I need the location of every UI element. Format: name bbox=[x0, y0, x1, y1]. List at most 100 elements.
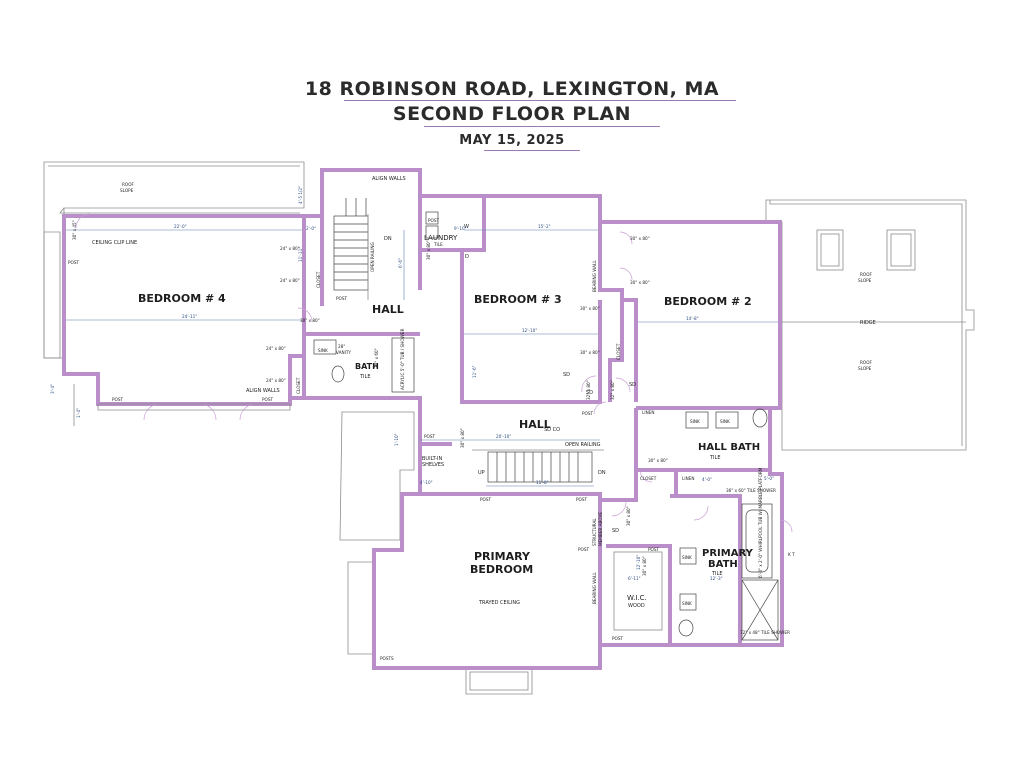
roof-areas bbox=[43, 161, 975, 695]
door-bedroom4 bbox=[297, 307, 313, 323]
bay-roof-outline bbox=[347, 561, 375, 655]
post-label: POST bbox=[578, 547, 589, 552]
dim-1-4: 1'-4" bbox=[76, 408, 81, 418]
note-align-walls-top: ALIGN WALLS bbox=[372, 176, 406, 182]
skylight-left bbox=[816, 229, 844, 271]
note-ridge: RIDGE bbox=[860, 320, 876, 326]
door-bedroom3 bbox=[581, 375, 597, 393]
dim-5-0: 5'-0" bbox=[764, 476, 774, 481]
sink-label: SINK bbox=[682, 555, 692, 560]
door-size-label: 24" x 80" bbox=[266, 346, 286, 351]
note-built-in-2: SHELVES bbox=[422, 462, 444, 468]
door-size-label: 30" x 80" bbox=[580, 350, 600, 355]
hall-bath-sink-2 bbox=[715, 411, 739, 429]
note-roof-slope-right-b2: SLOPE bbox=[858, 366, 872, 371]
post-label: POST bbox=[612, 636, 623, 641]
post-label: POST bbox=[112, 397, 123, 402]
washer bbox=[425, 211, 439, 225]
dryer bbox=[425, 225, 439, 239]
dim-stair-length-2: 4'-10" bbox=[420, 480, 433, 485]
note-bearing-wall-lower: BEARING WALL bbox=[592, 572, 597, 604]
post-label: POST bbox=[68, 260, 79, 265]
note-tile-laundry: TILE bbox=[433, 242, 443, 247]
note-up: UP bbox=[478, 470, 485, 476]
room-label-bedroom3: BEDROOM # 3 bbox=[474, 293, 562, 306]
room-labels: BEDROOM # 4 BEDROOM # 3 BEDROOM # 2 HALL… bbox=[138, 234, 760, 602]
dim-hall-length: 20'-10" bbox=[496, 434, 511, 439]
dimension-lines bbox=[66, 229, 778, 487]
skylight-right-inner bbox=[890, 233, 912, 267]
sink-label: SINK bbox=[682, 601, 692, 606]
note-tile-hall-bath: TILE bbox=[709, 455, 720, 461]
dim-b2-length: 14'-8" bbox=[686, 316, 699, 321]
note-dryer: D bbox=[465, 254, 469, 260]
room-label-bath: BATH bbox=[355, 362, 379, 371]
note-washer: W bbox=[464, 224, 469, 230]
door-primary-bath bbox=[693, 505, 709, 521]
primary-tile-shower bbox=[741, 579, 779, 641]
exterior-wall bbox=[62, 168, 784, 670]
note-wood: WOOD bbox=[628, 603, 645, 609]
wall-primary-bath bbox=[670, 494, 742, 645]
stairs-center bbox=[472, 449, 604, 483]
dim-6-11: 6'-11" bbox=[628, 576, 641, 581]
room-label-bedroom4: BEDROOM # 4 bbox=[138, 292, 226, 305]
front-roof-outline bbox=[339, 411, 415, 541]
dimension-labels: 22'-0" 24'-11" 15'-2" 12'-10" 14'-8" 20'… bbox=[50, 186, 774, 581]
note-bearing-wall-upper: BEARING WALL bbox=[592, 260, 597, 292]
door-size-label: 24" x 80" bbox=[280, 278, 300, 283]
post-label: POST bbox=[582, 411, 593, 416]
door-size-label: 30" x 45" bbox=[72, 220, 77, 240]
door-size-label: 30" x 80" bbox=[300, 318, 320, 323]
right-roof-inner bbox=[769, 200, 963, 446]
door-closet-primary bbox=[639, 469, 653, 483]
note-roof-slope-left-1: ROOF bbox=[122, 182, 135, 187]
note-tile-shower-1: 36" x 60" TILE SHOWER bbox=[726, 488, 776, 493]
vanity-sink-bath bbox=[313, 339, 337, 355]
post-label: POST bbox=[428, 218, 439, 223]
door-closet-b2-1 bbox=[619, 231, 633, 245]
balcony-edge bbox=[97, 403, 291, 411]
note-kt: K T bbox=[788, 552, 795, 557]
wall-laundry-south bbox=[420, 196, 486, 252]
room-label-wic: W.I.C. bbox=[627, 594, 647, 602]
note-vanity-size: 28" bbox=[338, 344, 345, 349]
note-sd-b2: SD bbox=[629, 382, 636, 388]
door-size-labels: 30" x 80" 30" x 80" 30" x 80" 30" x 80" … bbox=[72, 220, 668, 576]
left-roof-outline bbox=[43, 161, 305, 359]
skylight-left-inner bbox=[820, 233, 840, 267]
title-underline-2 bbox=[424, 126, 660, 127]
dim-11-6: 11'-6" bbox=[472, 365, 477, 378]
door-size-label: 30" x 80" bbox=[460, 428, 465, 448]
note-whirlpool: 6'-0" x 2'-0" WHIRLPOOL TUB W/ MARBLE PL… bbox=[758, 467, 763, 578]
door-bedroom2 bbox=[615, 377, 631, 393]
plan-notes: ALIGN WALLS ALIGN WALLS ROOF SLOPE ROOF … bbox=[92, 176, 876, 635]
note-roof-slope-left-2: SLOPE bbox=[120, 188, 134, 193]
note-dn-lower: DN bbox=[598, 470, 606, 476]
note-sd-co: SD CO bbox=[544, 427, 560, 433]
post-label: POST bbox=[648, 547, 659, 552]
note-sd-hall: SD bbox=[586, 390, 593, 396]
door-size-label: 30" x 80" bbox=[642, 556, 647, 576]
door-closet-b2-2 bbox=[619, 267, 633, 281]
dim-12-10: 12'-10" bbox=[636, 555, 641, 570]
wall-wic bbox=[606, 544, 672, 645]
wall-primary-bedroom-east bbox=[420, 492, 602, 645]
upper-stair-run bbox=[333, 215, 369, 291]
left-roof-fascia bbox=[59, 207, 300, 214]
post-label: POSTS bbox=[380, 656, 394, 661]
whirlpool-tub-inner bbox=[745, 509, 769, 573]
center-stair-run bbox=[487, 451, 593, 483]
note-roof-slope-right-2: SLOPE bbox=[858, 278, 872, 283]
dim-4-0: 4'-0" bbox=[702, 477, 712, 482]
primary-bath-toilet bbox=[678, 619, 694, 637]
note-vanity: VANITY bbox=[336, 350, 351, 355]
plan-address-title: 18 ROBINSON ROAD, LEXINGTON, MA bbox=[304, 78, 720, 100]
note-built-in-1: BUILT-IN bbox=[422, 456, 443, 462]
note-open-railing-vertical: OPEN RAILING bbox=[370, 242, 375, 272]
primary-bath-sink-2 bbox=[679, 593, 697, 611]
post-label: POST bbox=[262, 397, 273, 402]
note-trayed-ceiling: TRAYED CEILING bbox=[478, 600, 520, 606]
dim-9-10: 9'-10" bbox=[454, 226, 467, 231]
